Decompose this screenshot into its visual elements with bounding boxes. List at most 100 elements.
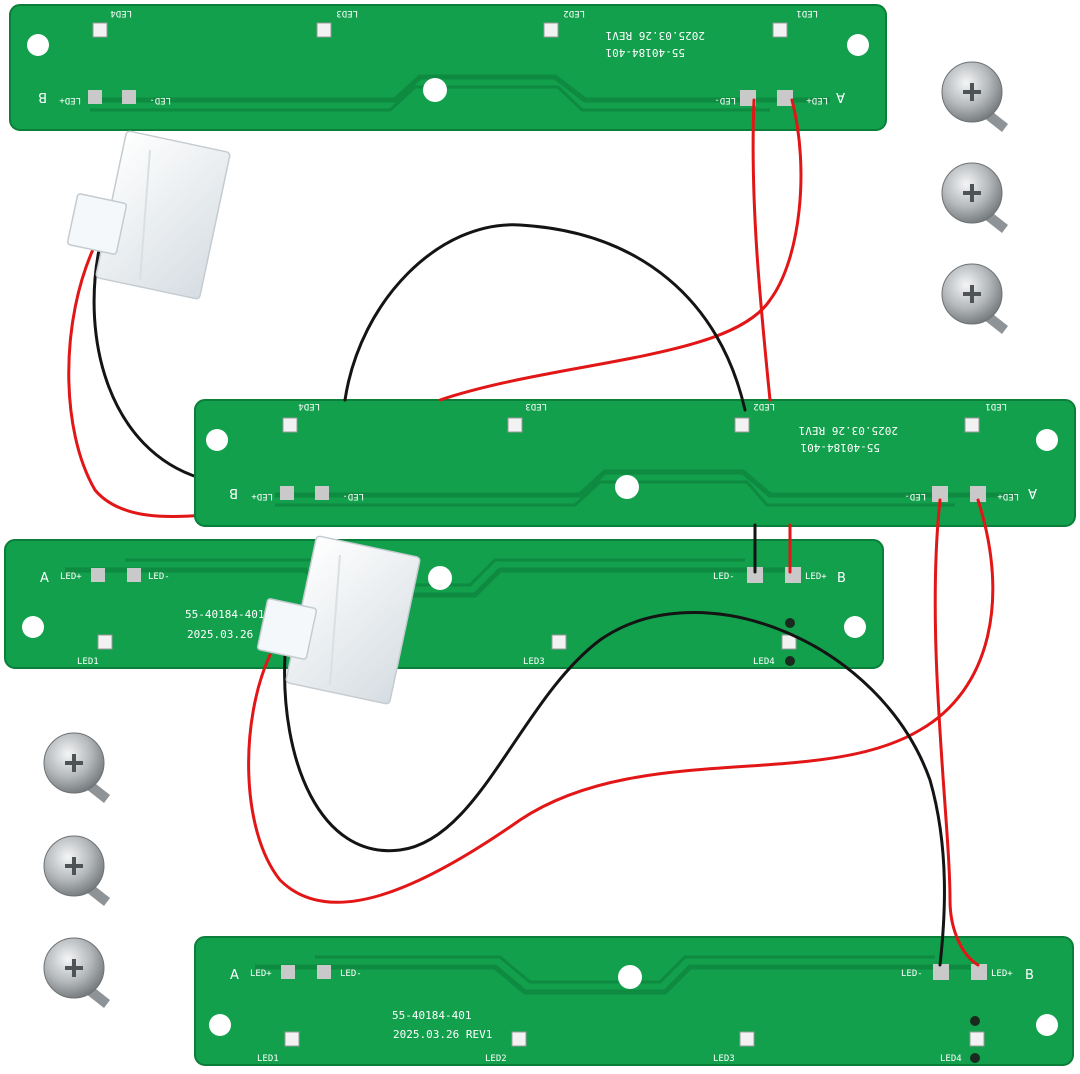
pad-label: LED- <box>342 491 364 501</box>
led-chip <box>316 22 332 38</box>
connector-plug <box>256 598 318 660</box>
pcb-trace <box>90 85 770 112</box>
mounting-hole <box>206 429 228 451</box>
led-label: LED3 <box>523 657 545 667</box>
led-chip <box>282 417 298 433</box>
pcb-trace <box>315 955 935 984</box>
mounting-hole <box>844 616 866 638</box>
solder-pad <box>740 90 756 106</box>
board-date: 2025.03.26 REV1 <box>799 424 898 437</box>
led-label: LED2 <box>753 401 775 411</box>
led-chip <box>97 634 113 650</box>
via <box>785 656 795 666</box>
mounting-hole <box>1036 429 1058 451</box>
solder-pad <box>280 486 294 500</box>
led-chip <box>969 1031 985 1047</box>
pad-label: LED- <box>714 95 736 105</box>
solder-pad <box>777 90 793 106</box>
via <box>970 1053 980 1063</box>
pad-label: LED+ <box>251 491 273 501</box>
connector-plug <box>66 193 128 255</box>
pcb-trace <box>275 469 1015 498</box>
pad-label: LED- <box>149 95 171 105</box>
red-wire <box>933 498 980 967</box>
pad-label: LED- <box>901 969 923 979</box>
wire-harness-back <box>67 243 207 519</box>
mounting-hole <box>423 78 447 102</box>
black-wire <box>283 611 946 967</box>
pad-label: LED+ <box>991 969 1013 979</box>
led-chip <box>92 22 108 38</box>
mounting-hole <box>22 616 44 638</box>
torx-slot-icon <box>963 184 981 202</box>
solder-pad <box>970 486 986 502</box>
solder-pad <box>747 567 763 583</box>
end-letter: A <box>40 571 49 586</box>
mounting-hole <box>209 1014 231 1036</box>
screw <box>941 263 1008 334</box>
pad-label: LED+ <box>59 95 81 105</box>
wire-harness-front <box>247 98 995 967</box>
solder-pad <box>971 964 987 980</box>
led-label: LED4 <box>298 401 320 411</box>
screw <box>43 835 110 906</box>
pcb-trace <box>255 964 985 995</box>
led-label: LED3 <box>713 1054 735 1064</box>
board-code: 55-40184-401 <box>606 46 685 59</box>
mounting-hole <box>615 475 639 499</box>
solder-pad <box>91 568 105 582</box>
pad-label: LED+ <box>806 95 828 105</box>
led-chip <box>734 417 750 433</box>
led-label: LED3 <box>336 8 358 18</box>
pad-label: LED- <box>713 572 735 582</box>
led-chip <box>507 417 523 433</box>
led-chip <box>284 1031 300 1047</box>
led-label: LED2 <box>485 1054 507 1064</box>
pad-label: LED+ <box>250 969 272 979</box>
led-chip <box>551 634 567 650</box>
mounting-hole <box>428 566 452 590</box>
solder-pad <box>127 568 141 582</box>
torx-slot-icon <box>65 857 83 875</box>
led-chip <box>772 22 788 38</box>
led-label: LED4 <box>110 8 132 18</box>
mounting-hole <box>1036 1014 1058 1036</box>
led-chip <box>964 417 980 433</box>
pcb-trace <box>90 74 830 103</box>
screw <box>941 61 1008 132</box>
connector-line <box>139 149 151 281</box>
led-label: LED1 <box>77 657 99 667</box>
pad-label: LED+ <box>805 572 827 582</box>
torx-slot-icon <box>65 754 83 772</box>
pad-label: LED- <box>904 491 926 501</box>
led-board-1: LED1 LED2 LED3 LED4 55-40184-401 2025.03… <box>9 4 887 131</box>
torx-slot-icon <box>963 83 981 101</box>
black-wire <box>343 223 747 412</box>
led-chip <box>543 22 559 38</box>
pad-label: LED- <box>340 969 362 979</box>
mounting-hole <box>847 34 869 56</box>
end-letter: A <box>836 89 845 104</box>
torx-slot-icon <box>963 285 981 303</box>
led-board-4: LED1 LED2 LED3 LED4 55-40184-401 2025.03… <box>194 936 1074 1066</box>
solder-pad <box>785 567 801 583</box>
red-wire <box>67 243 207 519</box>
torx-slot-icon <box>65 959 83 977</box>
screw <box>43 937 110 1008</box>
black-wire <box>92 243 202 480</box>
solder-pad <box>122 90 136 104</box>
end-letter: A <box>230 968 239 983</box>
red-wire <box>438 98 803 402</box>
led-board-2: LED1 LED2 LED3 LED4 55-40184-401 2025.03… <box>194 399 1076 527</box>
red-wire <box>751 98 772 402</box>
screw <box>43 732 110 803</box>
mounting-hole <box>27 34 49 56</box>
end-letter: B <box>229 485 238 500</box>
via <box>785 618 795 628</box>
led-label: LED2 <box>563 8 585 18</box>
solder-pad <box>317 965 331 979</box>
pcb <box>194 399 1076 527</box>
led-label: LED1 <box>257 1054 279 1064</box>
led-label: LED4 <box>940 1054 962 1064</box>
